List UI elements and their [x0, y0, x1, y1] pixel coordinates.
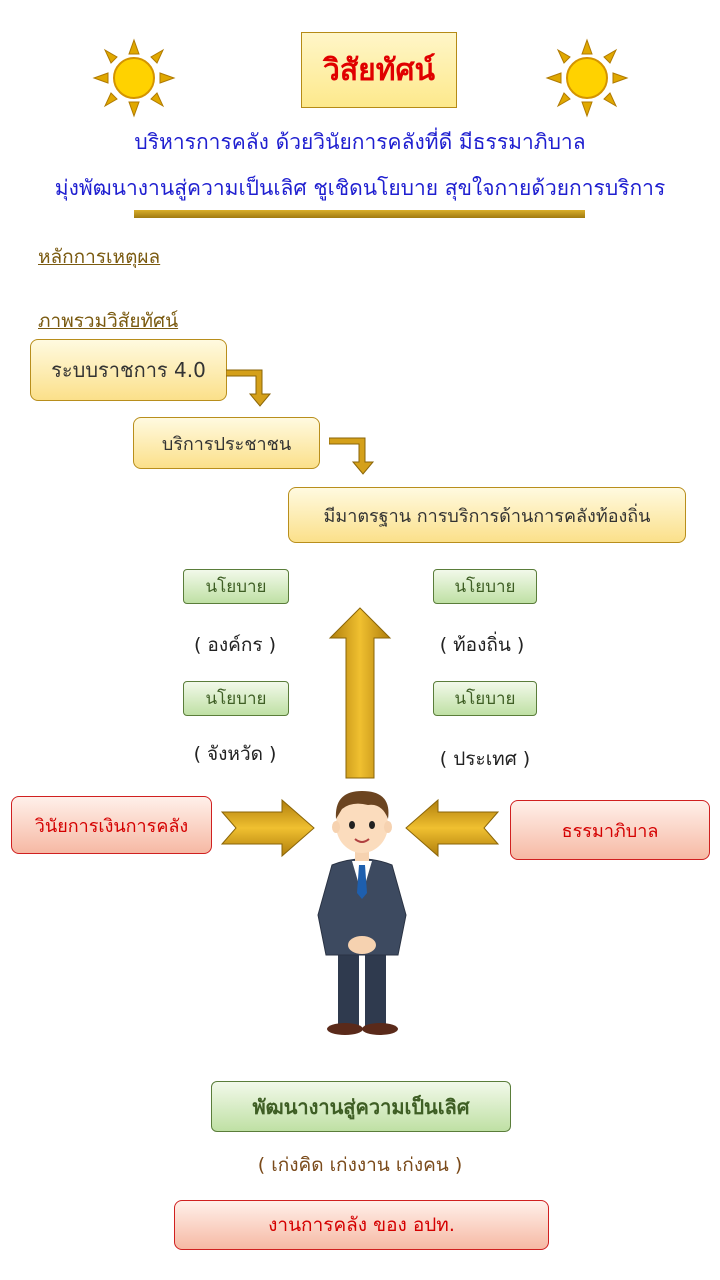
- bent-arrow-icon-2: [329, 437, 375, 475]
- flow-step-3: มีมาตรฐาน การบริการด้านการคลังท้องถิ่น: [288, 487, 686, 543]
- policy-country-label: นโยบาย: [433, 681, 537, 716]
- person-illustration: [317, 791, 407, 1035]
- policy-organization-label: นโยบาย: [183, 569, 289, 604]
- policy-organization-sub: ( องค์กร ): [193, 634, 276, 656]
- flow-step-2: บริการประชาชน: [133, 417, 320, 469]
- policy-province-label: นโยบาย: [183, 681, 289, 716]
- policy-local-label: นโยบาย: [433, 569, 537, 604]
- policy-province-sub: ( จังหวัด ): [193, 743, 277, 765]
- up-arrow-icon: [328, 607, 392, 779]
- right-arrow-icon: [220, 798, 315, 858]
- flow-step-1: ระบบราชการ 4.0: [30, 339, 227, 401]
- vision-line-2: มุ่งพัฒนางานสู่ความเป็นเลิศ ชูเชิดนโยบาย…: [54, 176, 666, 200]
- policy-country-sub: ( ประเทศ ): [439, 748, 531, 770]
- principles-link[interactable]: หลักการเหตุผล: [38, 246, 161, 268]
- overview-link[interactable]: ภาพรวมวิสัยทัศน์: [38, 310, 179, 332]
- vision-line-1: บริหารการคลัง ด้วยวินัยการคลังที่ดี มีธร…: [134, 130, 586, 154]
- excellence-box: พัฒนางานสู่ความเป็นเลิศ: [211, 1081, 511, 1132]
- excellence-sub: ( เก่งคิด เก่งงาน เก่งคน ): [257, 1154, 463, 1176]
- sun-icon-left: [92, 38, 176, 118]
- fiscal-discipline-box: วินัยการเงินการคลัง: [11, 796, 212, 854]
- vision-title: วิสัยทัศน์: [301, 32, 457, 108]
- divider: [134, 210, 585, 218]
- left-arrow-icon: [405, 798, 500, 858]
- sun-icon-right: [545, 38, 629, 118]
- good-governance-box: ธรรมาภิบาล: [510, 800, 710, 860]
- bent-arrow-icon-1: [226, 369, 272, 407]
- policy-local-sub: ( ท้องถิ่น ): [439, 634, 525, 656]
- local-finance-box: งานการคลัง ของ อปท.: [174, 1200, 549, 1250]
